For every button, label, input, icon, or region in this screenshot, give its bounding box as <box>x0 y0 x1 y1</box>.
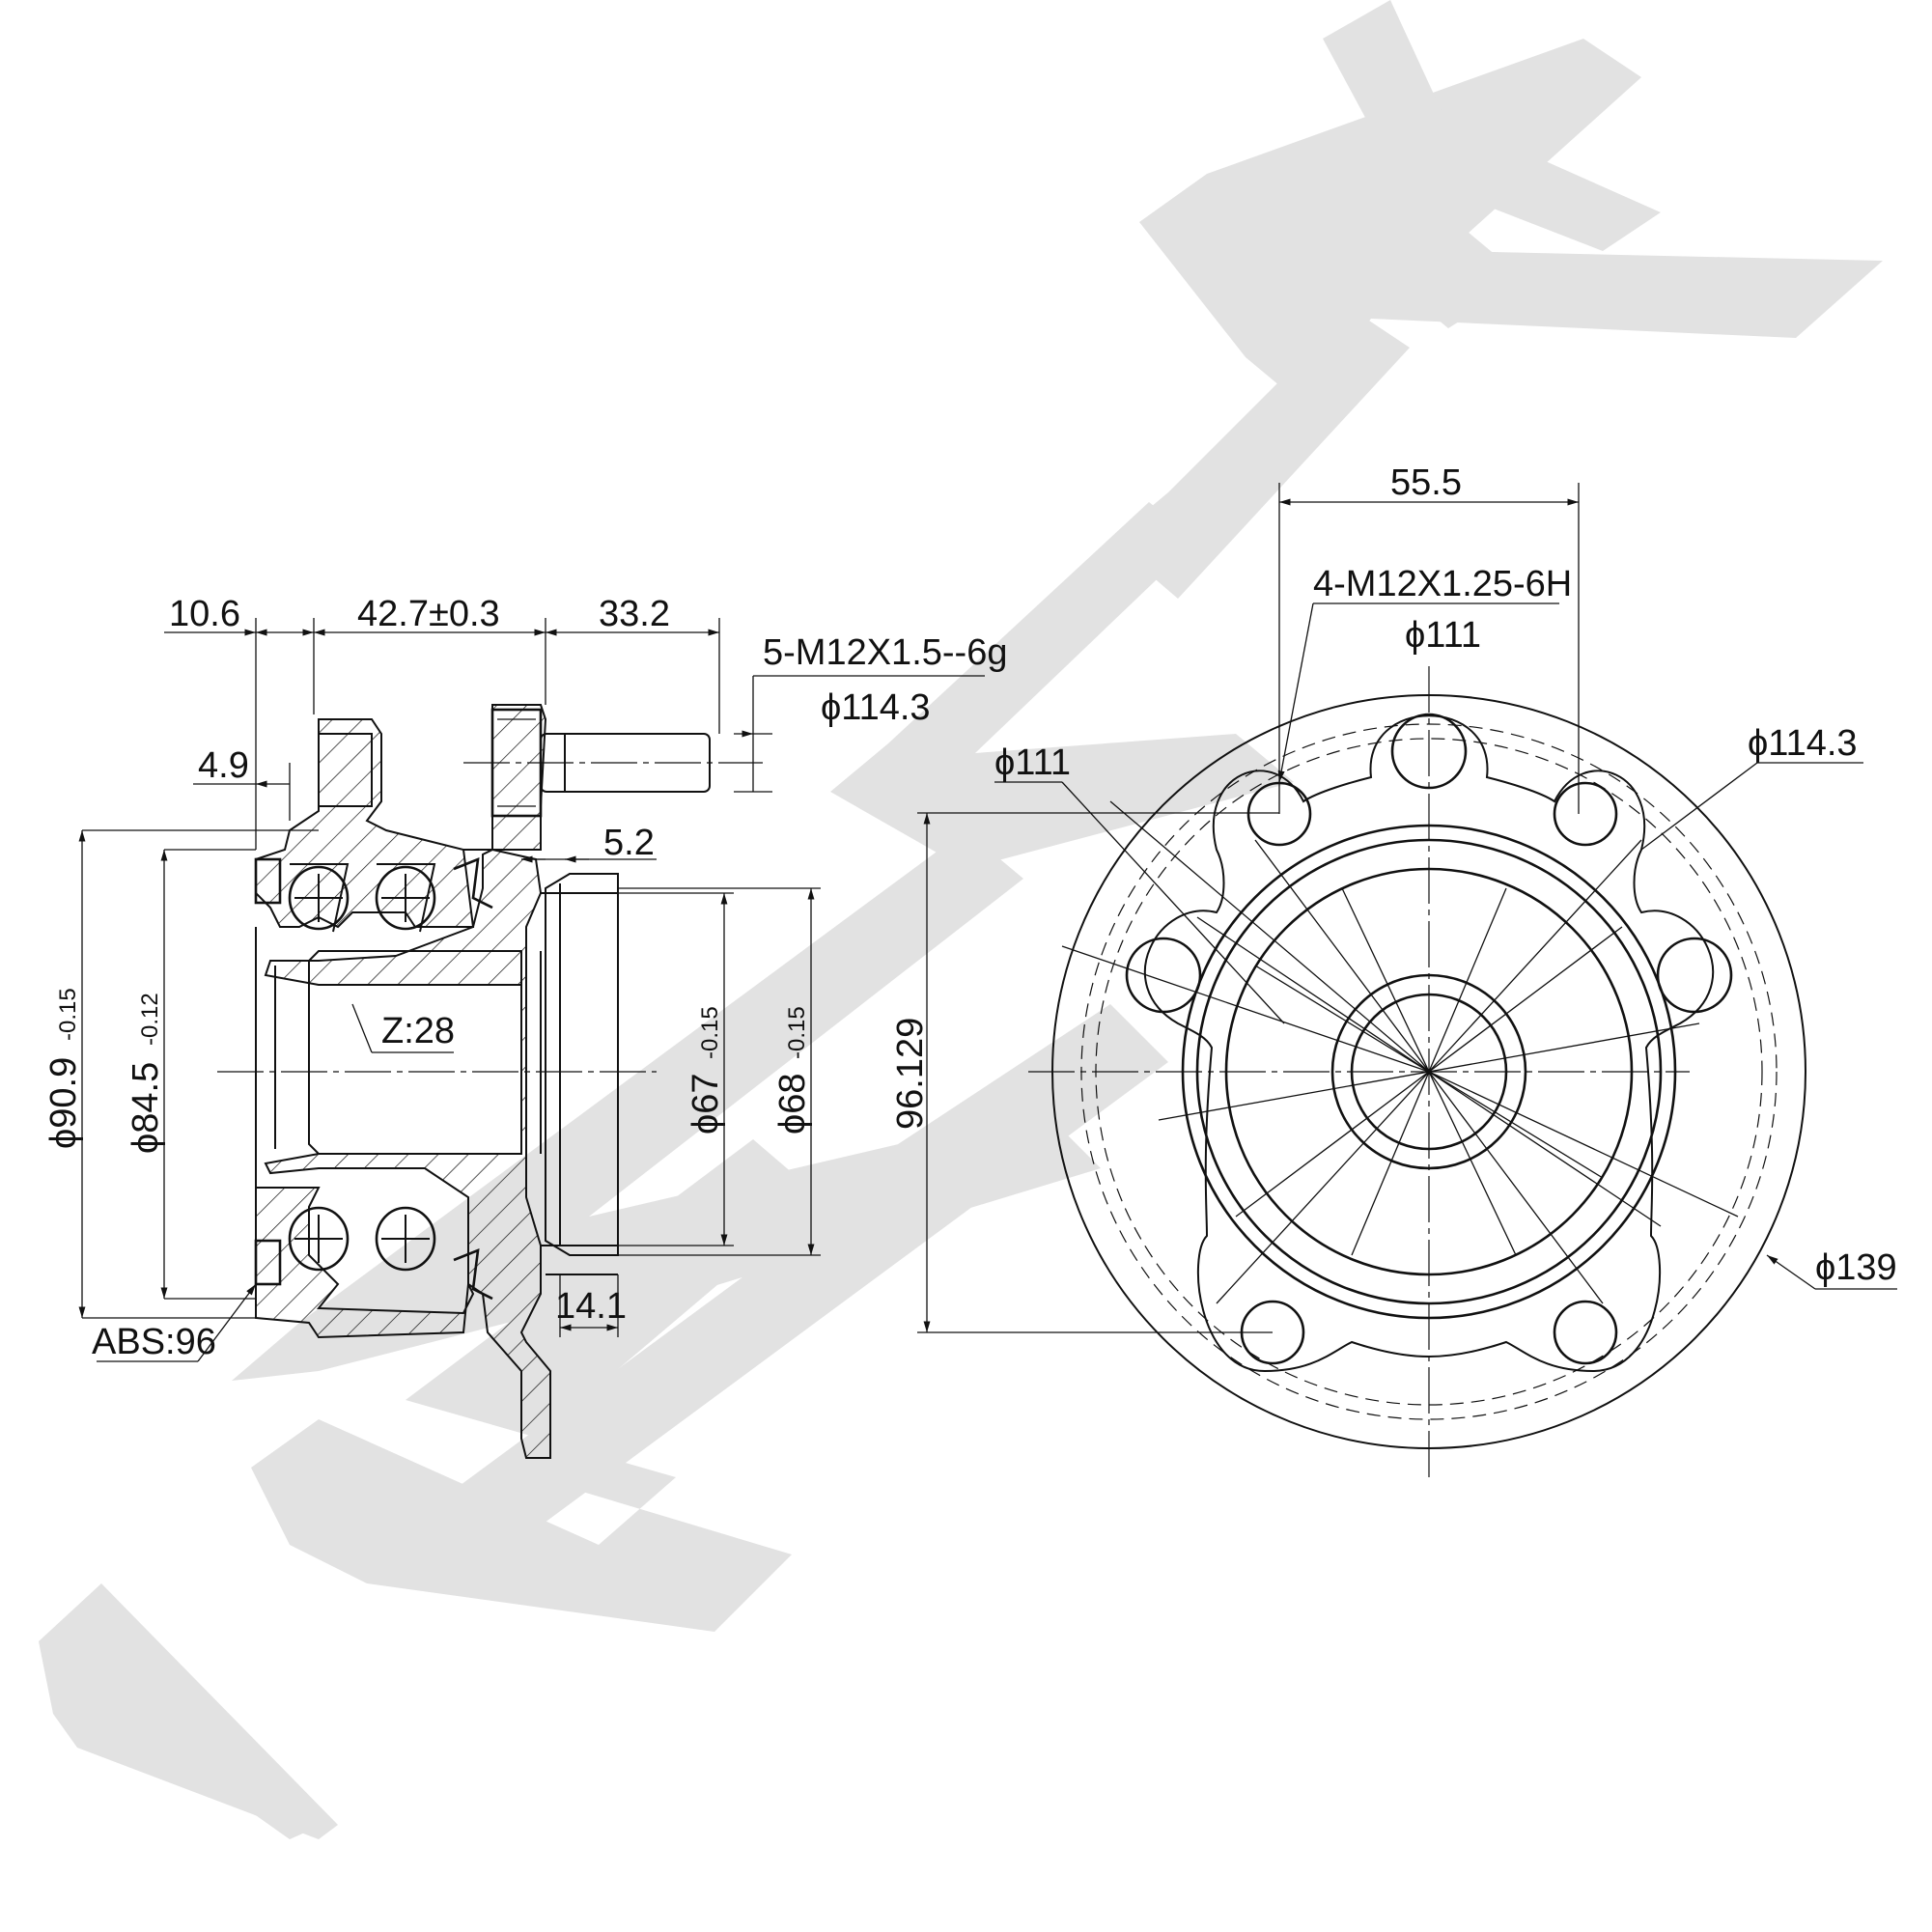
teeth-count-label: Z:28 <box>381 1011 455 1051</box>
stud-pcd-label: ϕ114.3 <box>821 687 931 728</box>
dia-67-callout: ϕ67 -0.15 <box>686 1006 726 1134</box>
bolt-hole-left <box>1125 937 1202 1014</box>
bolt-hole-top <box>1390 713 1468 790</box>
dia-67-label: ϕ67 <box>686 1073 726 1134</box>
stud-thread-label: 5-M12X1.5--6g <box>763 632 1007 673</box>
front-view: 55.5 4-M12X1.25-6H ϕ111 ϕ111 ϕ114.3 ϕ139… <box>890 462 1897 1482</box>
height-label: 96.129 <box>890 1018 931 1130</box>
dia-68-label: ϕ68 <box>772 1073 813 1134</box>
abs-label: ABS:96 <box>92 1322 216 1362</box>
dia-84-5-tolerance: -0.12 <box>137 993 163 1046</box>
bolt-hole-lower-right <box>1553 1300 1618 1365</box>
dim-14-1-label: 14.1 <box>555 1286 627 1327</box>
bearing-balls-top <box>288 863 436 933</box>
dia-68-tolerance: -0.15 <box>784 1006 810 1059</box>
dia-67-tolerance: -0.15 <box>697 1006 723 1059</box>
dia-90-9-label: ϕ90.9 <box>43 1057 84 1149</box>
hub-bore <box>308 950 522 1155</box>
side-section-view: 10.6 42.7±0.3 33.2 5-M12X1.5--6g ϕ114.3 … <box>43 594 1007 1459</box>
hub-lobes <box>1144 714 1714 1373</box>
outer-ring-top <box>255 718 475 929</box>
dim-5-2-label: 5.2 <box>603 823 655 863</box>
dia-139-label: ϕ139 <box>1815 1247 1897 1288</box>
bearing-balls-bottom <box>288 1206 436 1272</box>
dim-42-7-label: 42.7±0.3 <box>357 594 500 634</box>
bolt-hole-upper-right <box>1553 781 1618 847</box>
mount-pcd-top-label: ϕ111 <box>1405 615 1481 656</box>
hub-bore-inner <box>1350 993 1508 1151</box>
dia-68-callout: ϕ68 -0.15 <box>772 1006 813 1134</box>
flange-outline <box>1051 694 1806 1449</box>
dia-90-9-tolerance: -0.15 <box>55 988 81 1041</box>
outer-ring-bottom <box>255 1187 475 1339</box>
dia-111-left-label: ϕ111 <box>994 742 1071 783</box>
abs-seal-top <box>254 857 282 905</box>
dia-84-5-label: ϕ84.5 <box>126 1062 166 1154</box>
dia-90-9-callout: ϕ90.9 -0.15 <box>43 988 84 1149</box>
dim-4-9-label: 4.9 <box>198 745 249 786</box>
hub-outer-circle <box>1181 824 1677 1320</box>
height-callout: 96.129 <box>890 1018 931 1130</box>
dia-114-3-right-label: ϕ114.3 <box>1748 723 1858 764</box>
mount-thread-label: 4-M12X1.25-6H <box>1313 564 1572 604</box>
dim-55-5-label: 55.5 <box>1390 462 1462 503</box>
dim-10-6-label: 10.6 <box>169 594 240 634</box>
bolt-hole-right <box>1656 937 1733 1014</box>
hub-bore-outer <box>1330 973 1527 1170</box>
dia-84-5-callout: ϕ84.5 -0.12 <box>126 993 166 1154</box>
dim-33-2-label: 33.2 <box>599 594 670 634</box>
abs-seal-bottom <box>254 1239 282 1286</box>
